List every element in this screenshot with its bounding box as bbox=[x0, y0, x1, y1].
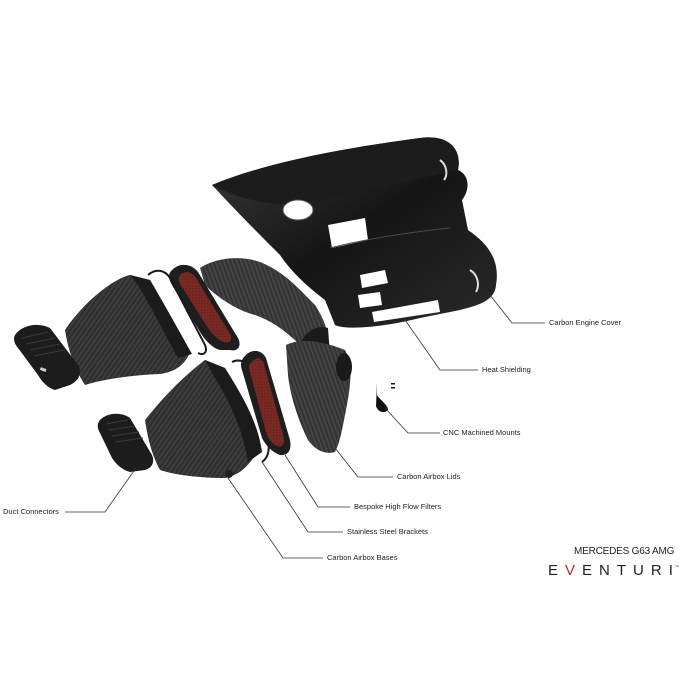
upper-filter-part bbox=[169, 264, 240, 351]
leader-duct-connectors bbox=[65, 467, 137, 513]
logo-letter-e: E bbox=[548, 562, 566, 579]
lower-duct-connector-part bbox=[97, 413, 154, 472]
logo-letters-rest: ENTURI bbox=[582, 562, 680, 579]
leader-lines bbox=[65, 294, 545, 559]
label-bespoke-high-flow-filters: Bespoke High Flow Filters bbox=[354, 502, 442, 511]
label-stainless-steel-brackets: Stainless Steel Brackets bbox=[347, 527, 428, 536]
carbon-airbox-lid-part bbox=[286, 340, 352, 453]
leader-filters bbox=[284, 454, 350, 508]
label-carbon-engine-cover: Carbon Engine Cover bbox=[549, 318, 622, 327]
logo-letter-v: V bbox=[565, 562, 583, 579]
leader-carbon-airbox-lids bbox=[334, 447, 393, 478]
upper-duct-connector-part bbox=[14, 324, 80, 390]
carbon-engine-cover-part bbox=[212, 137, 497, 328]
eventuri-logo: EVENTURI™ bbox=[548, 562, 684, 579]
lower-filter-part bbox=[241, 350, 291, 456]
model-name: MERCEDES G63 AMG bbox=[574, 546, 675, 557]
label-carbon-airbox-bases: Carbon Airbox Bases bbox=[327, 553, 398, 562]
leader-heat-shielding bbox=[404, 319, 478, 371]
label-carbon-airbox-lids: Carbon Airbox Lids bbox=[397, 472, 461, 481]
label-cnc-machined-mounts: CNC Machined Mounts bbox=[443, 428, 521, 437]
lower-airbox-base-part bbox=[145, 360, 262, 478]
leader-cnc-mounts bbox=[384, 407, 440, 434]
upper-bracket-part bbox=[147, 269, 208, 355]
leader-brackets bbox=[261, 461, 343, 533]
label-heat-shielding: Heat Shielding bbox=[482, 365, 531, 374]
trademark-mark: ™ bbox=[674, 564, 679, 569]
upper-airbox-base-part bbox=[65, 275, 192, 385]
cnc-mount-part bbox=[376, 383, 395, 413]
leader-airbox-bases bbox=[227, 477, 323, 559]
label-duct-connectors: Duct Connectors bbox=[3, 507, 59, 516]
leader-carbon-engine-cover bbox=[489, 294, 545, 324]
